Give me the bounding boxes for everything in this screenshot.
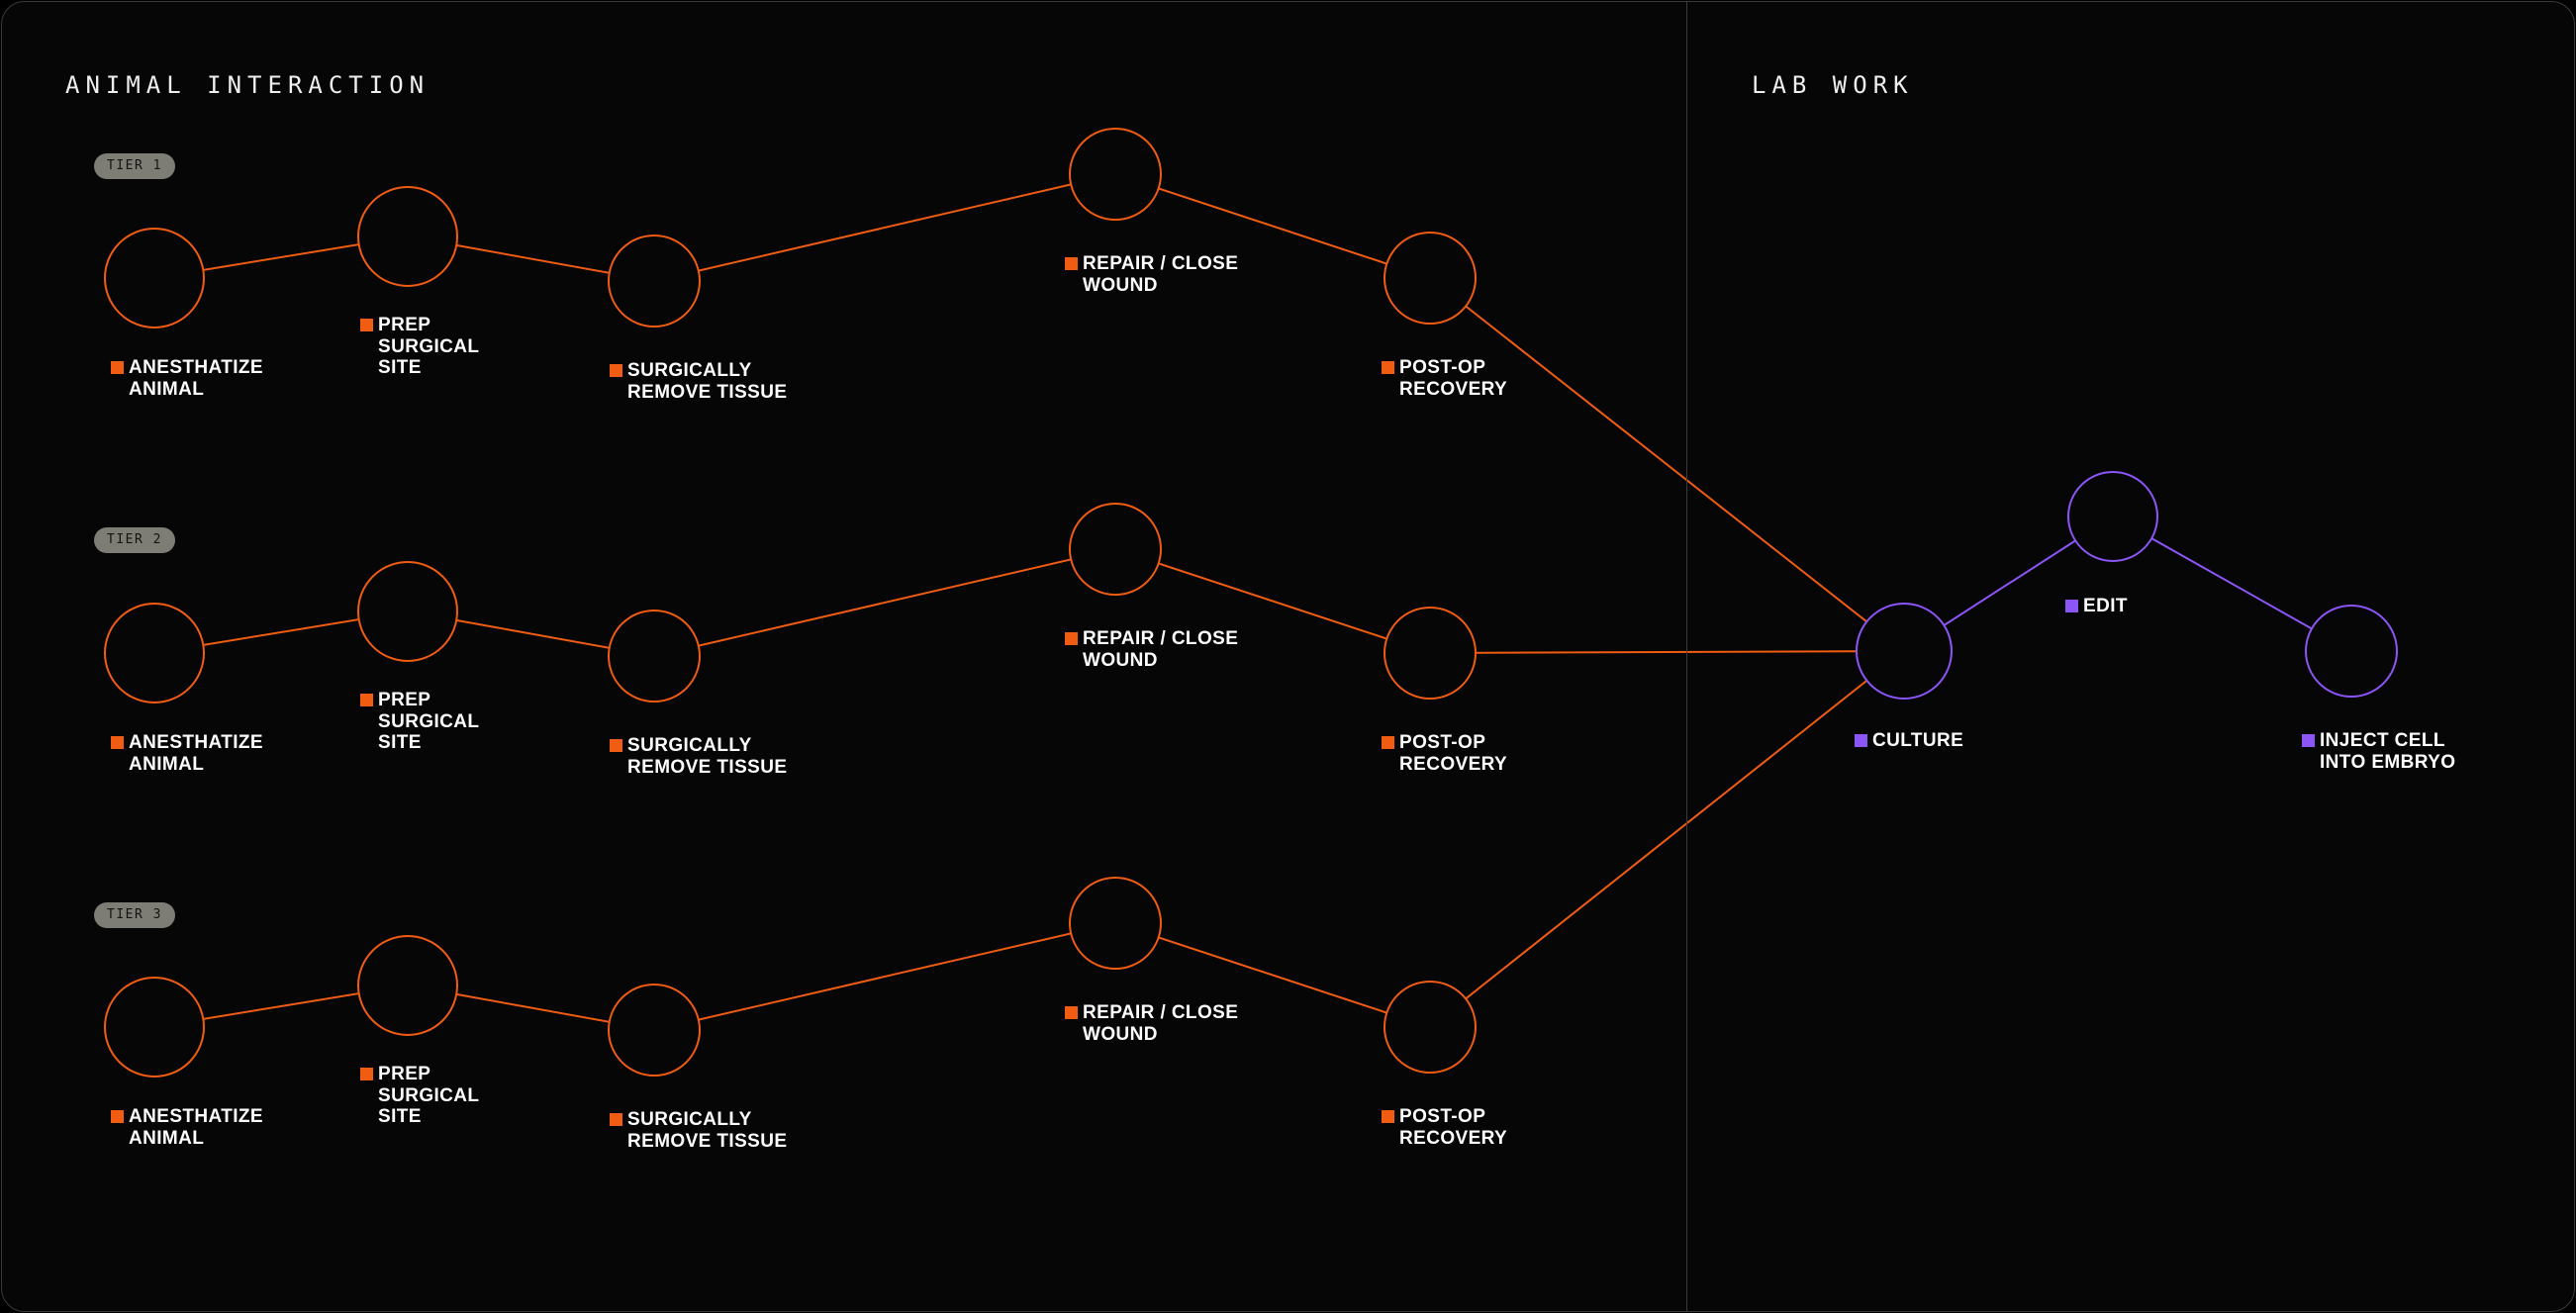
node-t1-anesthatize[interactable] (104, 228, 205, 328)
node-t3-remove[interactable] (608, 984, 701, 1077)
node-t1-prep[interactable] (357, 186, 458, 287)
node-t2-repair[interactable] (1069, 503, 1162, 596)
lab-work-panel-title: LAB WORK (1752, 71, 1914, 99)
panel-divider (1686, 2, 1687, 1311)
node-culture[interactable] (1856, 603, 1953, 700)
edge-t1-remove-to-t1-repair (653, 173, 1116, 282)
node-t1-repair[interactable] (1069, 128, 1162, 221)
node-t2-prep[interactable] (357, 561, 458, 662)
node-t3-anesthatize[interactable] (104, 977, 205, 1078)
node-t2-postop[interactable] (1383, 607, 1477, 700)
edge-t3-postop-to-culture (1429, 650, 1905, 1028)
node-t2-anesthatize[interactable] (104, 603, 205, 703)
node-t1-remove[interactable] (608, 234, 701, 328)
edge-t2-postop-to-culture (1429, 650, 1905, 654)
edge-t3-remove-to-t3-repair (653, 922, 1116, 1031)
edge-t2-repair-to-t2-postop (1114, 548, 1431, 654)
node-edit[interactable] (2067, 471, 2158, 562)
node-t3-prep[interactable] (357, 935, 458, 1036)
node-t3-postop[interactable] (1383, 981, 1477, 1074)
node-inject[interactable] (2305, 605, 2398, 698)
node-t2-remove[interactable] (608, 610, 701, 703)
edge-t1-postop-to-culture (1429, 277, 1905, 652)
node-t1-postop[interactable] (1383, 232, 1477, 325)
animal-interaction-panel-title: ANIMAL INTERACTION (65, 71, 430, 99)
edge-t1-repair-to-t1-postop (1114, 173, 1431, 279)
edge-t3-repair-to-t3-postop (1114, 922, 1431, 1028)
node-t3-repair[interactable] (1069, 877, 1162, 970)
edge-t2-remove-to-t2-repair (653, 548, 1116, 657)
